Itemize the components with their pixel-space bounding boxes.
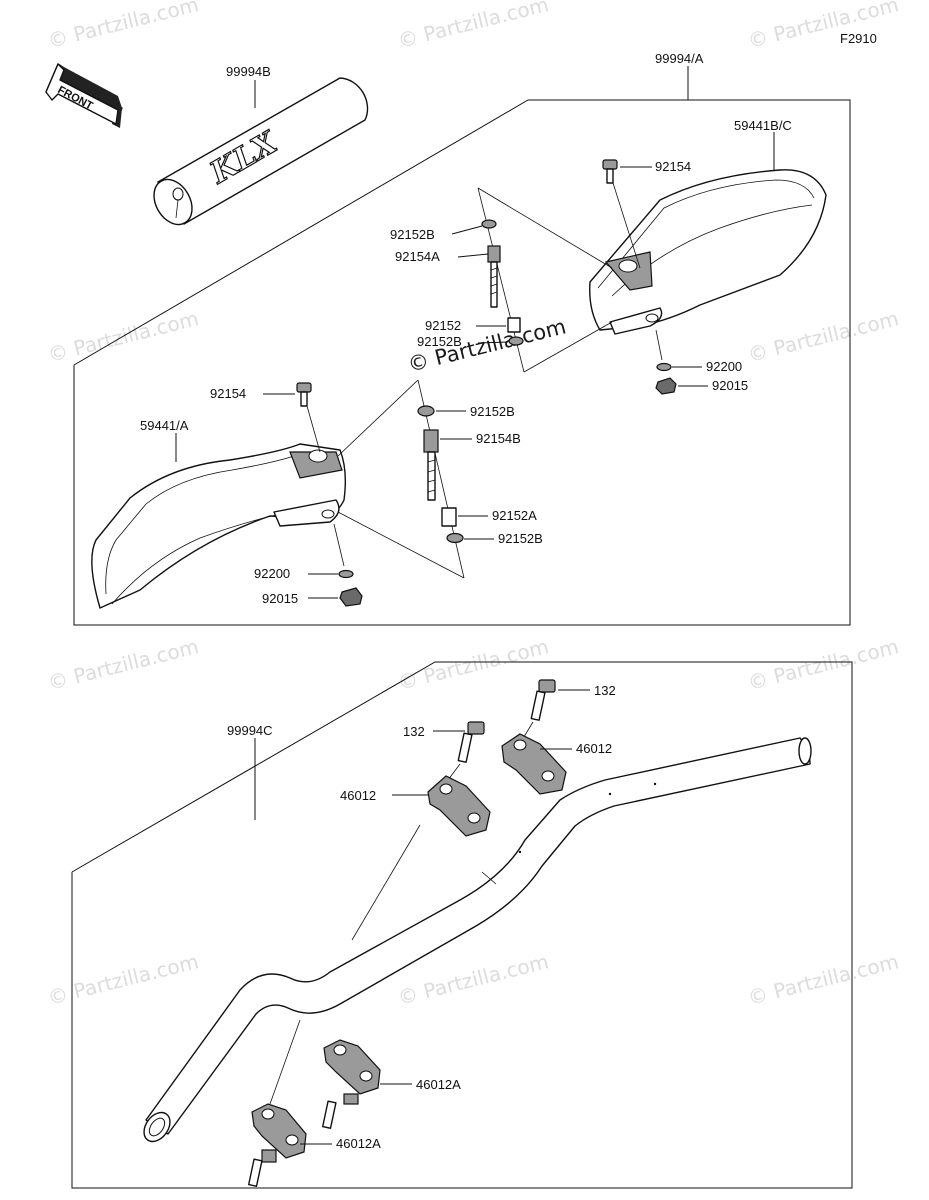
label-92154B: 92154B [476, 431, 521, 446]
label-46012A-lower: 46012A [336, 1136, 381, 1151]
label-92154-left: 92154 [210, 386, 246, 401]
left-hand-guard [91, 443, 347, 609]
stud-right [487, 245, 501, 308]
washer-right-bottom [656, 362, 672, 372]
watermark-text: © Partzilla.com [395, 0, 551, 53]
washer-right-top [481, 219, 497, 229]
watermark-text: © Partzilla.com [395, 634, 551, 695]
label-59441B-C: 59441B/C [734, 118, 792, 133]
label-99994C: 99994C [227, 723, 273, 738]
washer-left-mid [446, 532, 464, 544]
watermark-text: © Partzilla.com [745, 0, 901, 53]
riser-lower [247, 1103, 307, 1187]
label-92152-right: 92152 [425, 318, 461, 333]
watermark-text: © Partzilla.com [745, 634, 901, 695]
label-92015-right: 92015 [712, 378, 748, 393]
washer-left-bottom [338, 569, 354, 579]
bolt-clamp-right [530, 679, 556, 721]
label-59441-A: 59441/A [140, 418, 189, 433]
watermark-text: © Partzilla.com [45, 0, 201, 53]
label-92200-right: 92200 [706, 359, 742, 374]
handlebar-pad: KLX [153, 77, 369, 226]
label-46012A-upper: 46012A [416, 1077, 461, 1092]
handlebar-kit-frame [71, 661, 853, 1189]
label-46012-right: 46012 [576, 741, 612, 756]
watermark-text: © Partzilla.com [745, 306, 901, 367]
riser-upper [321, 1039, 381, 1129]
figure-code: F2910 [840, 31, 877, 46]
washer-right-mid [508, 336, 524, 346]
label-92154A: 92154A [395, 249, 440, 264]
washer-left-top [417, 405, 435, 417]
watermark-text: © Partzilla.com [745, 949, 901, 1010]
label-99994-A: 99994/A [655, 51, 704, 66]
handlebar [143, 737, 812, 1143]
label-132-right: 132 [594, 683, 616, 698]
label-92015-left: 92015 [262, 591, 298, 606]
label-92154-right: 92154 [655, 159, 691, 174]
clamp-left [427, 775, 491, 837]
right-hand-guard [589, 169, 827, 335]
label-92200-left: 92200 [254, 566, 290, 581]
handguard-kit-frame [73, 99, 851, 626]
label-92152B-left-mid: 92152B [498, 531, 543, 546]
watermark-text: © Partzilla.com [45, 949, 201, 1010]
clamp-right [501, 733, 567, 795]
bolt-left-top [296, 382, 312, 407]
label-92152A: 92152A [492, 508, 537, 523]
nut-left [339, 587, 363, 607]
label-132-left: 132 [403, 724, 425, 739]
label-99994B: 99994B [226, 64, 271, 79]
label-92152B-right-top: 92152B [390, 227, 435, 242]
bolt-clamp-left [457, 721, 485, 763]
collar-right [507, 317, 521, 333]
label-92152B-left-top: 92152B [470, 404, 515, 419]
collar-left [441, 507, 457, 527]
stud-left [423, 429, 439, 501]
watermark-text: © Partzilla.com [45, 634, 201, 695]
label-92152B-right-mid: 92152B [417, 334, 462, 349]
nut-right [655, 377, 677, 395]
label-46012-left: 46012 [340, 788, 376, 803]
bolt-right-top [602, 159, 618, 184]
front-arrow-icon: FRONT [45, 63, 123, 128]
